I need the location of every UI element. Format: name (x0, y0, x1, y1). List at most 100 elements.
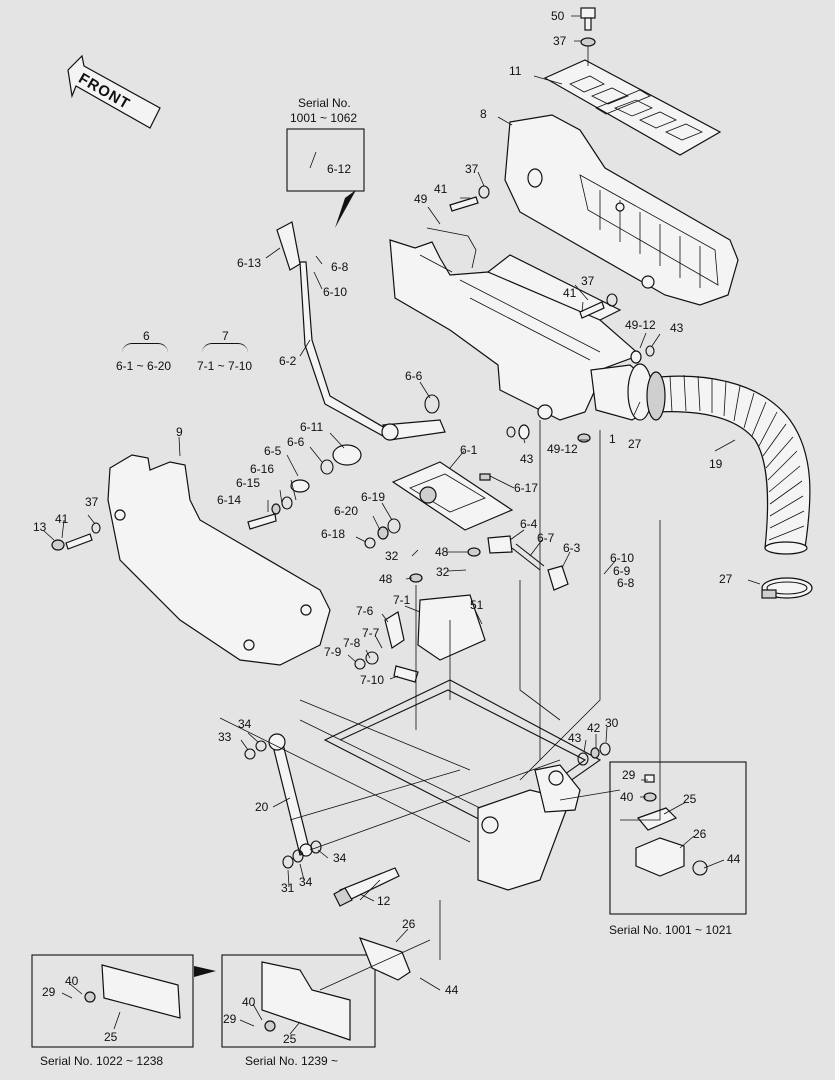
callout-1: 1 (609, 432, 616, 446)
callout-6-6: 6-6 (405, 369, 423, 383)
callout-7-8: 7-8 (343, 636, 361, 650)
inset-box-bottom-left (31, 954, 194, 1048)
callout-43: 43 (520, 452, 534, 466)
callout-48: 48 (435, 545, 449, 559)
callout-42: 42 (587, 721, 601, 735)
callout-20: 20 (255, 800, 269, 814)
callout-6-7: 6-7 (537, 531, 555, 545)
callout-43: 43 (568, 731, 582, 745)
callout-34: 34 (299, 875, 313, 889)
callout-50: 50 (551, 9, 565, 23)
callout-33: 33 (218, 730, 232, 744)
callout-40: 40 (65, 974, 79, 988)
callout-41: 41 (563, 286, 577, 300)
callout-25: 25 (283, 1032, 297, 1046)
callout-26: 26 (402, 917, 416, 931)
callout-6-3: 6-3 (563, 541, 581, 555)
callout-29: 29 (223, 1012, 237, 1026)
callout-6-12: 6-12 (327, 162, 352, 176)
callout-49-12: 49-12 (547, 442, 578, 456)
callout-6-2: 6-2 (279, 354, 297, 368)
callout-43: 43 (670, 321, 684, 335)
callout-44: 44 (727, 852, 741, 866)
callout-31: 31 (281, 881, 295, 895)
group-7-range: 7-1 ~ 7-10 (197, 359, 253, 373)
callout-7-6: 7-6 (356, 604, 374, 618)
callout-37: 37 (581, 274, 595, 288)
front-arrow (67, 54, 161, 129)
hose-clamp (761, 577, 813, 599)
callout-26: 26 (693, 827, 707, 841)
bolt-12 (333, 867, 400, 907)
group-7-number: 7 (222, 329, 229, 343)
callout-6-9: 6-9 (613, 564, 631, 578)
base-frame (323, 679, 602, 891)
rod-20 (268, 733, 313, 857)
serial-top-title: Serial No. (298, 96, 351, 110)
callout-6-11: 6-11 (300, 420, 324, 434)
group-7-brace (202, 343, 248, 354)
callout-40: 40 (242, 995, 256, 1009)
callout-6-4: 6-4 (520, 517, 538, 531)
group-6-brace (122, 343, 168, 354)
inset-box-bottom-right (221, 954, 376, 1048)
serial-bottom-left-caption: Serial No. 1022 ~ 1238 (40, 1054, 164, 1068)
inset-right-parts (635, 774, 708, 877)
bolt-50 (580, 7, 596, 66)
callout-44: 44 (445, 983, 459, 997)
callout-30: 30 (605, 716, 619, 730)
callout-6-15: 6-15 (236, 476, 261, 490)
lower-housing (389, 227, 642, 421)
callout-41: 41 (434, 182, 448, 196)
flex-hose (590, 363, 811, 555)
callout-6-8: 6-8 (331, 260, 349, 274)
callout-6-14: 6-14 (217, 493, 242, 507)
callout-7-7: 7-7 (362, 626, 380, 640)
callout-6-6: 6-6 (287, 435, 305, 449)
callout-25: 25 (104, 1030, 118, 1044)
callout-6-8: 6-8 (617, 576, 635, 590)
bracket-plate (391, 461, 514, 531)
callout-41: 41 (55, 512, 69, 526)
callout-37: 37 (465, 162, 479, 176)
callout-29: 29 (622, 768, 636, 782)
callout-27: 27 (719, 572, 733, 586)
callout-8: 8 (480, 107, 487, 121)
serial-top-range: 1001 ~ 1062 (290, 111, 358, 125)
callout-48: 48 (379, 572, 393, 586)
callout-7-10: 7-10 (360, 673, 385, 687)
callout-6-16: 6-16 (250, 462, 275, 476)
callout-11: 11 (509, 64, 522, 78)
callout-27: 27 (628, 437, 642, 451)
callout-51: 51 (470, 598, 484, 612)
inset-box-right (609, 761, 747, 915)
group-6-number: 6 (143, 329, 150, 343)
callout-32: 32 (385, 549, 399, 563)
callout-6-13: 6-13 (237, 256, 262, 270)
callout-49: 49 (414, 192, 428, 206)
callout-9: 9 (176, 425, 183, 439)
callout-49-12: 49-12 (625, 318, 656, 332)
cover-plate (543, 59, 722, 156)
callout-13: 13 (33, 520, 47, 534)
callout-37: 37 (85, 495, 99, 509)
callout-32: 32 (436, 565, 450, 579)
upper-housing (504, 114, 739, 306)
callout-34: 34 (238, 717, 252, 731)
inset-pointer-bottom (194, 966, 216, 977)
serial-right-caption: Serial No. 1001 ~ 1021 (609, 923, 733, 937)
callout-6-17: 6-17 (514, 481, 539, 495)
inset-bottom-parts (84, 937, 411, 1041)
callout-19: 19 (709, 457, 723, 471)
callout-37: 37 (553, 34, 567, 48)
callout-6-19: 6-19 (361, 490, 386, 504)
inset-pointer-top (335, 190, 356, 228)
serial-bottom-right-caption: Serial No. 1239 ~ (245, 1054, 339, 1068)
side-cover (107, 454, 331, 666)
callout-40: 40 (620, 790, 634, 804)
inset-box-top (286, 128, 365, 192)
callout-6-20: 6-20 (334, 504, 359, 518)
callout-7-9: 7-9 (324, 645, 342, 659)
callout-6-1: 6-1 (460, 443, 478, 457)
